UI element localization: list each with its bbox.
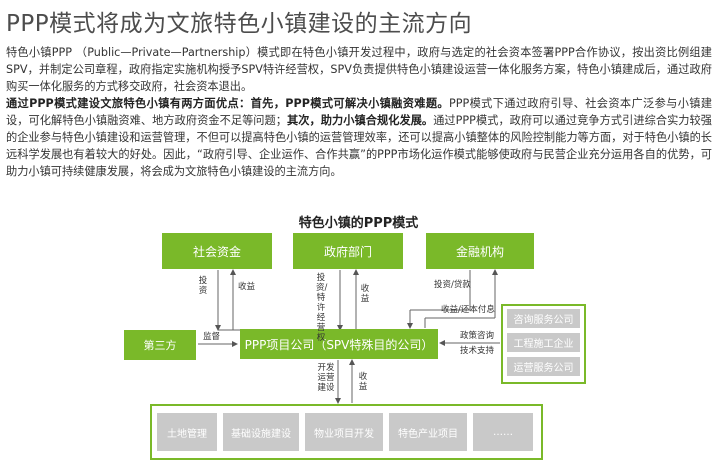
label-invest-feature: 投资/特许经营权: [316, 273, 328, 343]
label-policy: 政策咨询: [460, 331, 495, 341]
project-property: 物业项目开发: [305, 413, 383, 451]
paragraph-bold-1: 通过PPP模式建设文旅特色小镇有两方面优点：首先，PPP模式可解决小镇融资难题。: [6, 97, 449, 110]
paragraph-bold-2: 其次，助力小镇合规化发展。: [286, 114, 434, 127]
third-party-box: 第三方: [124, 330, 196, 360]
label-develop: 开发运营建设: [317, 363, 335, 393]
label-income2: 收益: [360, 284, 370, 304]
service-construction: 工程施工企业: [507, 333, 580, 352]
paragraph-text-3: 通过PPP模式，政府可以通过竞争方式引进综合实力较强的企业参与特色小镇建设和运营…: [6, 114, 712, 178]
label-supervise: 监督: [203, 332, 221, 342]
paragraph-text-2: PPP模式下通过政府引导、社会资本广泛参与小镇建设，可化解特色小镇融资难、地方政…: [6, 97, 713, 127]
diagram-title: 特色小镇的PPP模式: [298, 216, 419, 231]
social-capital-box: 社会资金: [162, 233, 272, 269]
government-box: 政府部门: [293, 233, 403, 269]
paragraph-text-1: 特色小镇PPP （Public—Private—Partnership）模式即在…: [6, 46, 712, 93]
project-infrastructure: 基础设施建设: [223, 413, 299, 451]
project-land: 土地管理: [157, 413, 217, 451]
service-operation: 运营服务公司: [507, 357, 580, 376]
financial-institution-box: 金融机构: [426, 233, 534, 269]
service-consulting: 咨询服务公司: [507, 309, 580, 328]
label-income3: 收益: [358, 372, 368, 392]
project-industry: 特色产业项目: [389, 413, 467, 451]
label-income: 收益: [238, 282, 256, 292]
page-title: PPP模式将成为文旅特色小镇建设的主流方向: [6, 11, 473, 37]
label-income-repay: 收益/还本付息: [441, 305, 495, 315]
label-invest-loan: 投资/贷款: [434, 280, 471, 290]
spv-box: PPP项目公司（SPV特殊目的公司）: [240, 329, 438, 359]
project-more: ……: [473, 413, 533, 451]
intro-paragraph: 特色小镇PPP （Public—Private—Partnership）模式即在…: [6, 44, 712, 180]
label-invest: 投资: [198, 276, 208, 296]
label-tech: 技术支持: [460, 346, 495, 356]
